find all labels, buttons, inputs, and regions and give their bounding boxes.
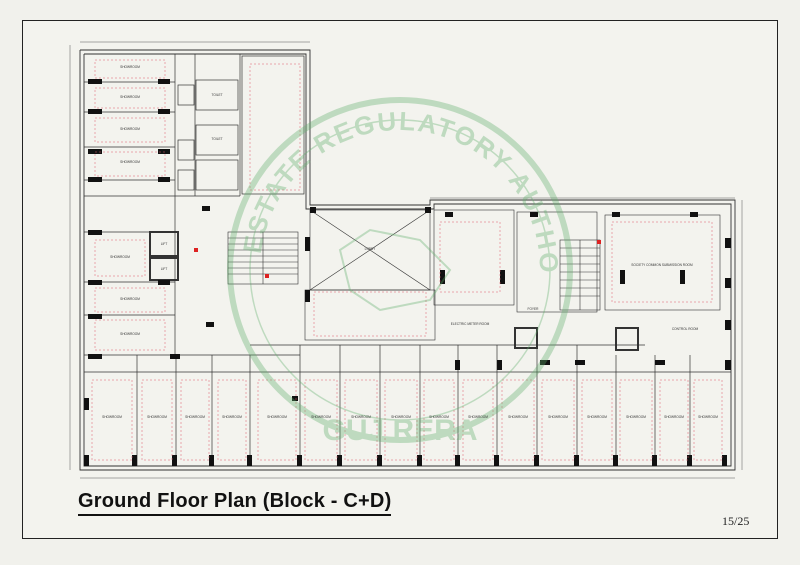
dimension-lines <box>69 41 743 479</box>
label-showroom-4: SHOWROOM <box>120 160 140 164</box>
label-lift-1: LIFT <box>161 242 168 246</box>
central-foyer <box>304 209 721 341</box>
label-toilet-2: TOILET <box>211 137 222 141</box>
label-toilet-1: TOILET <box>211 93 222 97</box>
label-showroom-b12: SHOWROOM <box>548 415 568 419</box>
label-showroom-b7: SHOWROOM <box>351 415 371 419</box>
bottom-showrooms <box>84 344 731 466</box>
label-showroom-b1: SHOWROOM <box>102 415 122 419</box>
label-showroom-b14: SHOWROOM <box>626 415 646 419</box>
label-showroom-b9: SHOWROOM <box>429 415 449 419</box>
left-stair-core <box>149 231 299 285</box>
red-fixtures <box>194 240 601 278</box>
label-showroom-b5: SHOWROOM <box>267 415 287 419</box>
label-showroom-b3: SHOWROOM <box>185 415 205 419</box>
label-control-room: CONTROL ROOM <box>672 327 699 331</box>
label-showroom-2: SHOWROOM <box>120 95 140 99</box>
label-showroom-b16: SHOWROOM <box>698 415 718 419</box>
label-showroom-b11: SHOWROOM <box>508 415 528 419</box>
right-stair-core <box>514 239 639 351</box>
label-showroom-b13: SHOWROOM <box>587 415 607 419</box>
label-showroom-b4: SHOWROOM <box>222 415 242 419</box>
label-showroom-b15: SHOWROOM <box>664 415 684 419</box>
sheet-title: Ground Floor Plan (Block - C+D) <box>78 490 392 516</box>
page-number: 15/25 <box>722 514 750 528</box>
grid-markers <box>91 59 723 461</box>
label-showroom-7: SHOWROOM <box>120 332 140 336</box>
sheet-title-block: Ground Floor Plan (Block - C+D) <box>78 490 392 516</box>
label-lobby: LOBBY <box>365 247 377 251</box>
svg-text:REAL ESTATE REGULATORY AUTHORI: REAL ESTATE REGULATORY AUTHORITY <box>0 0 564 275</box>
label-showroom-b10: SHOWROOM <box>468 415 488 419</box>
label-electric-room: ELECTRIC METER ROOM <box>451 322 490 326</box>
label-showroom-3: SHOWROOM <box>120 127 140 131</box>
label-showroom-b6: SHOWROOM <box>311 415 331 419</box>
label-lift-2: LIFT <box>161 267 168 271</box>
label-showroom-6: SHOWROOM <box>120 297 140 301</box>
room-labels: SHOWROOM SHOWROOM SHOWROOM SHOWROOM SHOW… <box>102 65 718 419</box>
watermark-bottom-text: GUJ RERA <box>322 414 477 447</box>
label-foyer: FOYER <box>528 307 540 311</box>
label-showroom-5: SHOWROOM <box>110 255 130 259</box>
label-showroom-b2: SHOWROOM <box>147 415 167 419</box>
label-showroom-1: SHOWROOM <box>120 65 140 69</box>
label-showroom-b8: SHOWROOM <box>391 415 411 419</box>
structural-columns <box>84 79 731 466</box>
label-society-room: SOCIETY COMMON SUBMISSION ROOM <box>631 263 693 267</box>
watermark-ring-text: REAL ESTATE REGULATORY AUTHORITY <box>0 0 562 275</box>
